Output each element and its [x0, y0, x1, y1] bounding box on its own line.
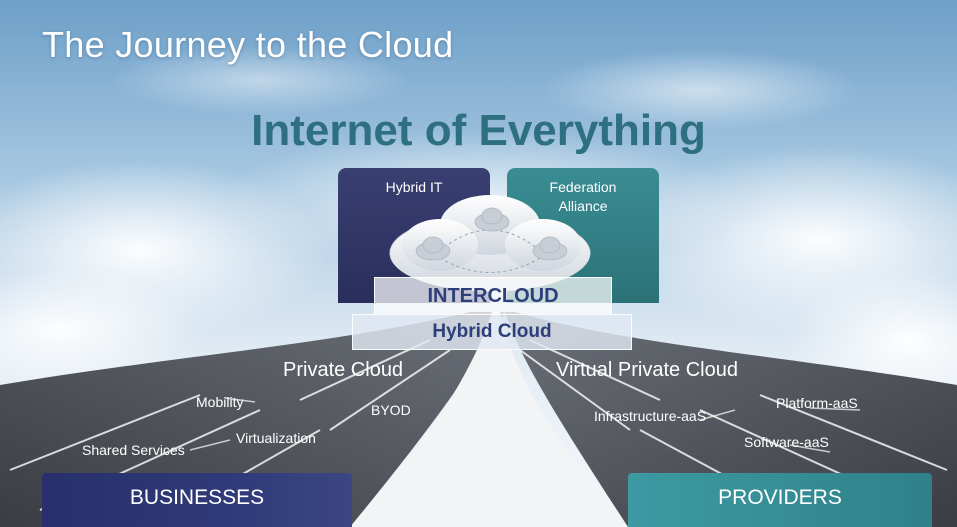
shared-services-label: Shared Services	[82, 442, 185, 458]
intercloud-band: INTERCLOUD	[374, 277, 612, 315]
federation-label: Federation	[549, 179, 617, 195]
cloud-network-icon	[389, 195, 591, 292]
software-aas-label: Software-aaS	[744, 434, 829, 450]
hybrid-cloud-band: Hybrid Cloud	[352, 314, 632, 350]
providers-bar: PROVIDERS	[628, 473, 932, 527]
alliance-label: Alliance	[558, 198, 608, 214]
businesses-bar: BUSINESSES	[42, 473, 352, 527]
headline: Internet of Everything	[251, 106, 706, 155]
virtualization-label: Virtualization	[236, 430, 316, 446]
private-cloud-heading: Private Cloud	[283, 359, 404, 381]
slide-title: The Journey to the Cloud	[42, 24, 454, 65]
hybrid-it-label: Hybrid IT	[385, 179, 443, 195]
platform-aas-label: Platform-aaS	[776, 395, 858, 411]
infrastructure-aas-label: Infrastructure-aaS	[594, 408, 707, 424]
mobility-label: Mobility	[196, 394, 244, 410]
virtual-private-cloud-heading: Virtual Private Cloud	[556, 359, 738, 381]
byod-label: BYOD	[371, 402, 411, 418]
